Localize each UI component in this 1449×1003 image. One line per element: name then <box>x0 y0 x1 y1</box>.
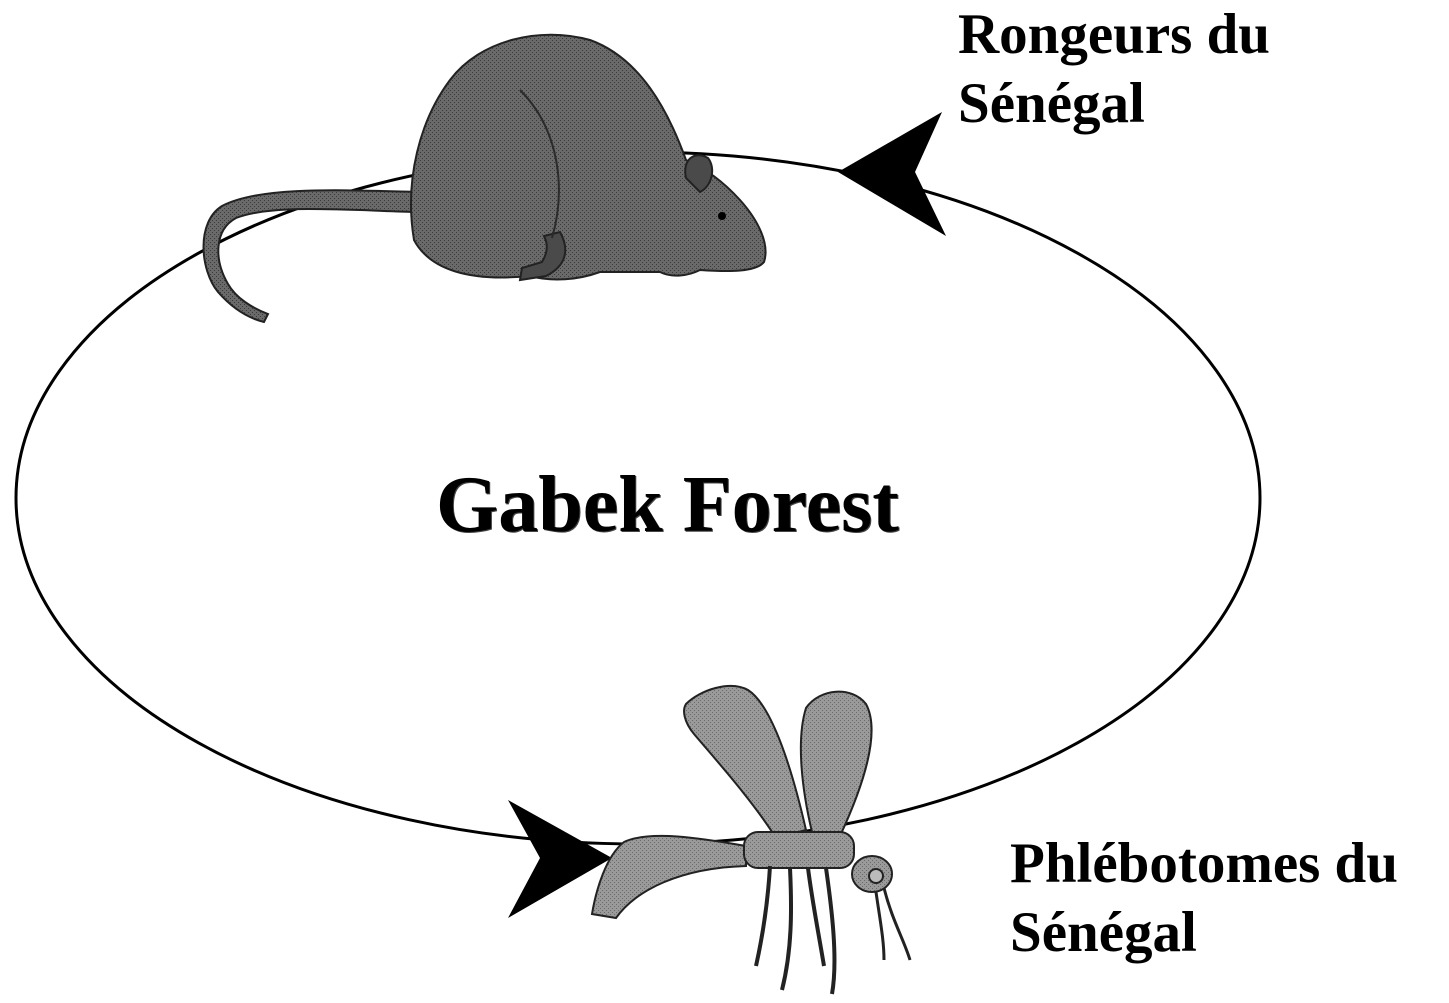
vector-label: Phlébotomes du Sénégal <box>1010 835 1398 961</box>
host-label-line2: Sénégal <box>958 75 1270 132</box>
sandfly-icon <box>592 686 910 994</box>
host-label: Rongeurs du Sénégal <box>958 6 1270 132</box>
arrowhead-top <box>838 112 946 236</box>
host-label-line1: Rongeurs du <box>958 6 1270 63</box>
vector-label-line1: Phlébotomes du <box>1010 835 1398 892</box>
rat-icon <box>204 35 766 322</box>
center-label: Gabek Forest <box>436 465 899 545</box>
vector-label-line2: Sénégal <box>1010 904 1398 961</box>
